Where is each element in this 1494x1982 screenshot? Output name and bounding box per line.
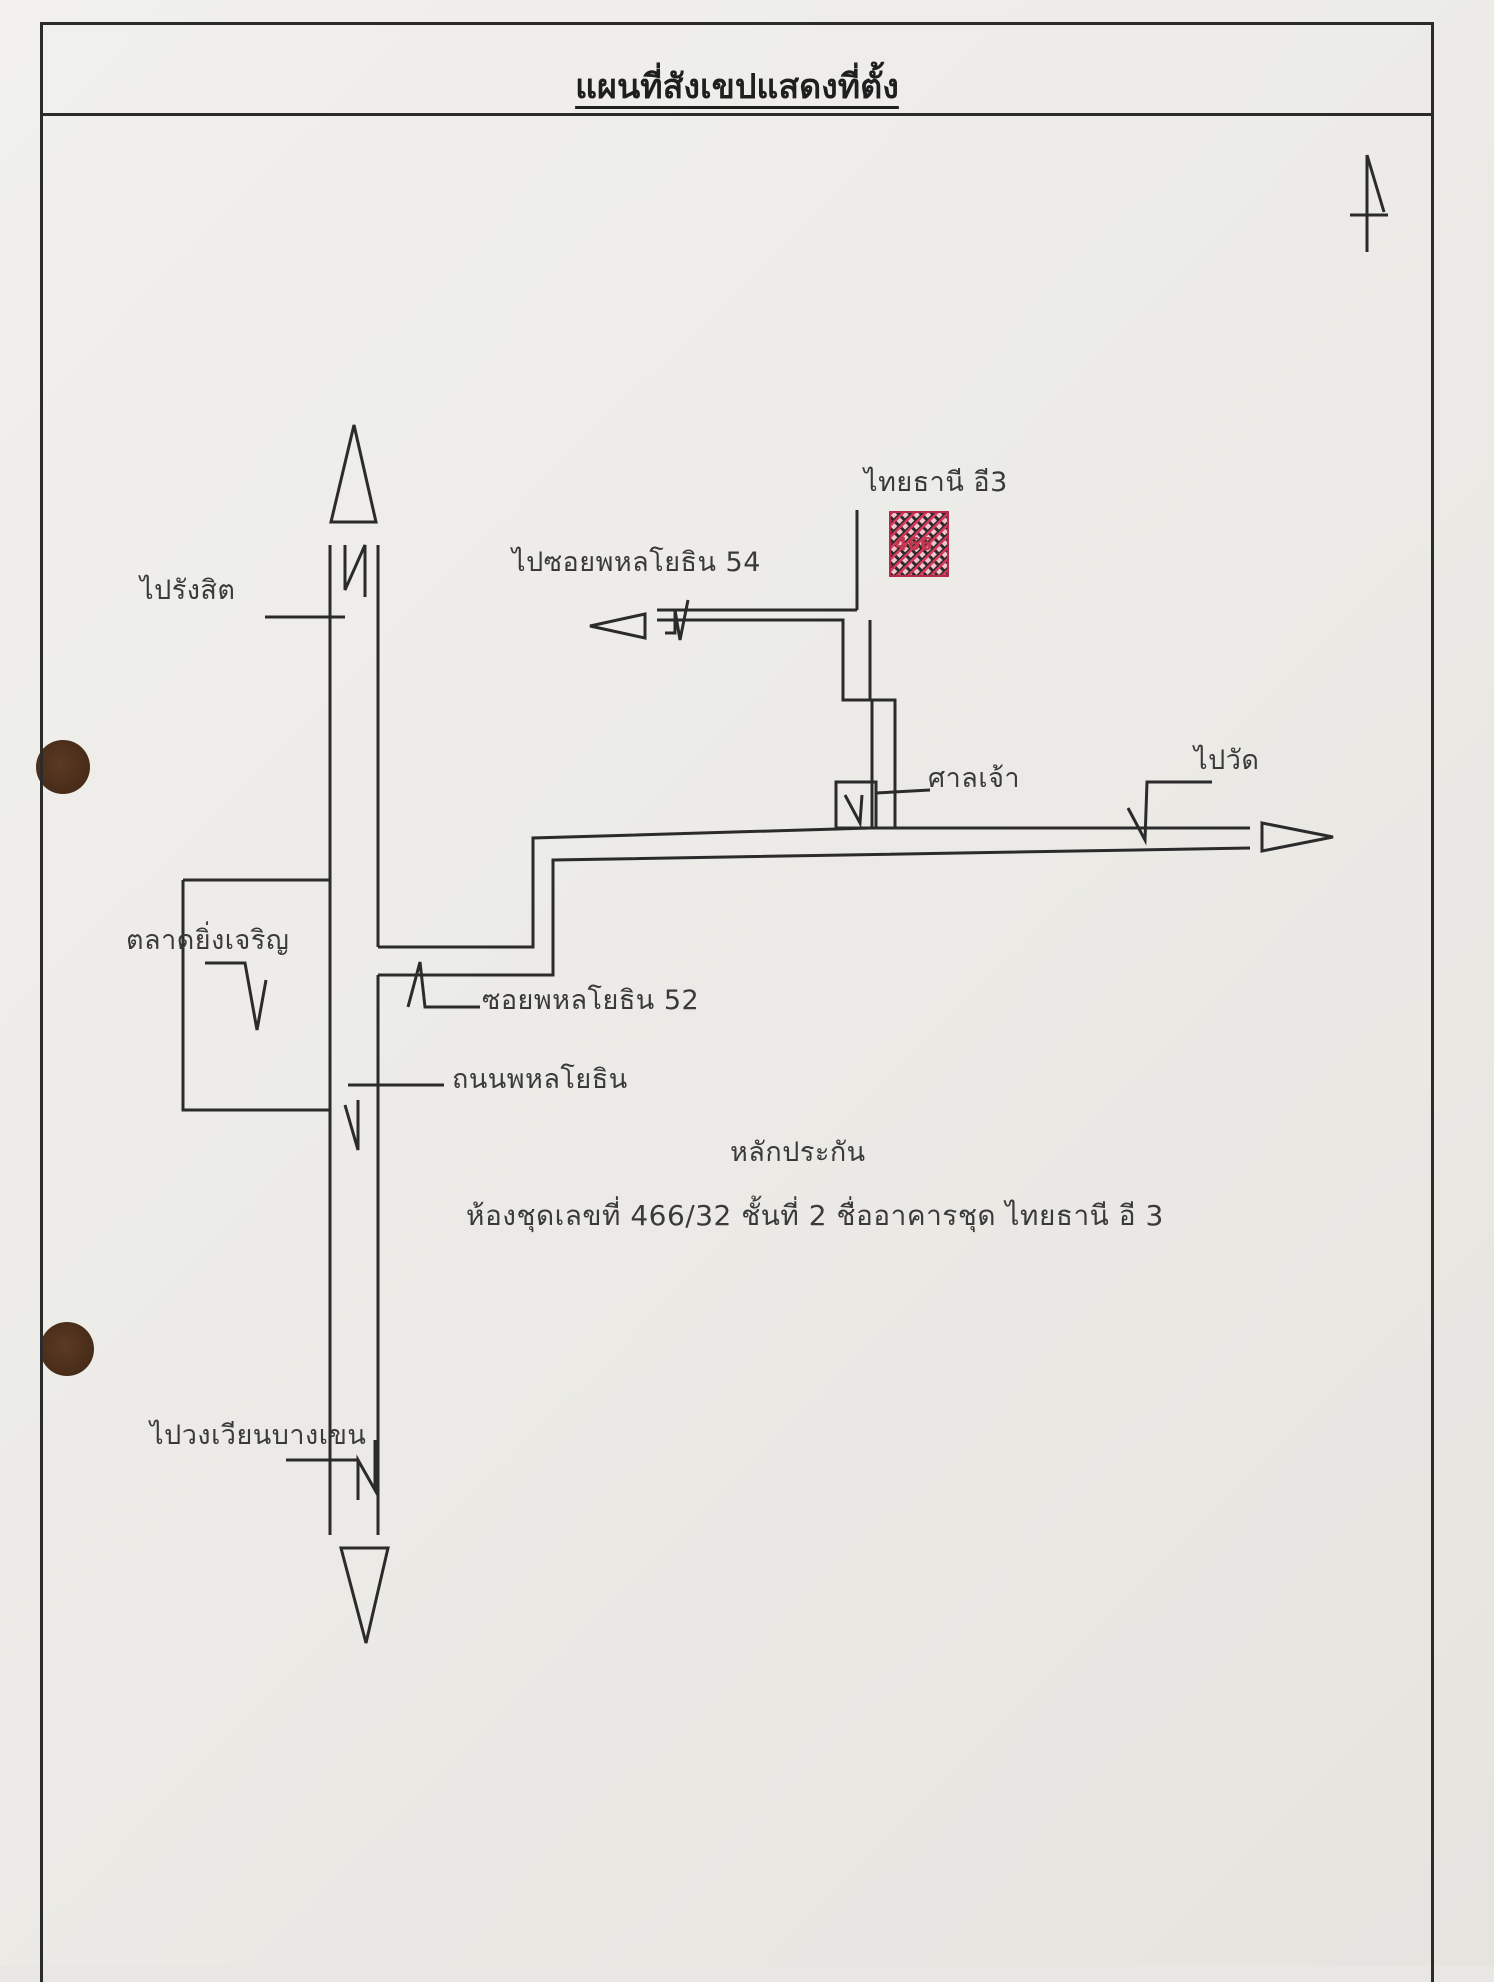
road-north-arrow: [329, 424, 378, 524]
punch-hole-bottom: [40, 1322, 94, 1376]
north-arrow-icon: [1350, 154, 1388, 252]
label-soi52: ซอยพหลโยธิน 52: [482, 985, 700, 1016]
east-arrow: [1260, 821, 1334, 853]
punch-hole-top: [36, 740, 90, 794]
road-south-arrow: [339, 1546, 390, 1644]
shrine-box: [834, 780, 931, 830]
label-to-soi54: ไปซอยพหลโยธิน 54: [512, 547, 761, 578]
building-marker: [889, 511, 949, 577]
collateral-detail: ห้องชุดเลขที่ 466/32 ชั้นที่ 2 ชื่ออาคาร…: [466, 1199, 1164, 1232]
map-frame: แผนที่สังเขปแสดงที่ตั้ง: [40, 22, 1434, 1982]
label-market: ตลาดยิ่งเจริญ: [126, 925, 290, 956]
collateral-heading: หลักประกัน: [730, 1137, 866, 1168]
label-to-bangkhen: ไปวงเวียนบางเขน: [150, 1420, 367, 1451]
map-title: แผนที่สังเขปแสดงที่ตั้ง: [575, 67, 899, 107]
label-to-temple: ไปวัด: [1194, 745, 1260, 776]
title-bar: แผนที่สังเขปแสดงที่ตั้ง: [43, 25, 1431, 116]
main-road: [328, 544, 380, 1535]
north-branch-road: [657, 510, 897, 828]
market-box: [181, 878, 330, 1112]
label-to-rangsit: ไปรังสิต: [140, 575, 236, 606]
label-building-name: ไทยธานี อี3: [864, 467, 1008, 498]
temple-leader: [1126, 780, 1212, 846]
west-arrow: [589, 612, 647, 640]
label-main-road: ถนนพหลโยธิน: [452, 1064, 628, 1095]
label-shrine: ศาลเจ้า: [928, 763, 1021, 794]
soi-52-road: [378, 826, 1251, 1009]
building-number: 466: [895, 534, 933, 555]
